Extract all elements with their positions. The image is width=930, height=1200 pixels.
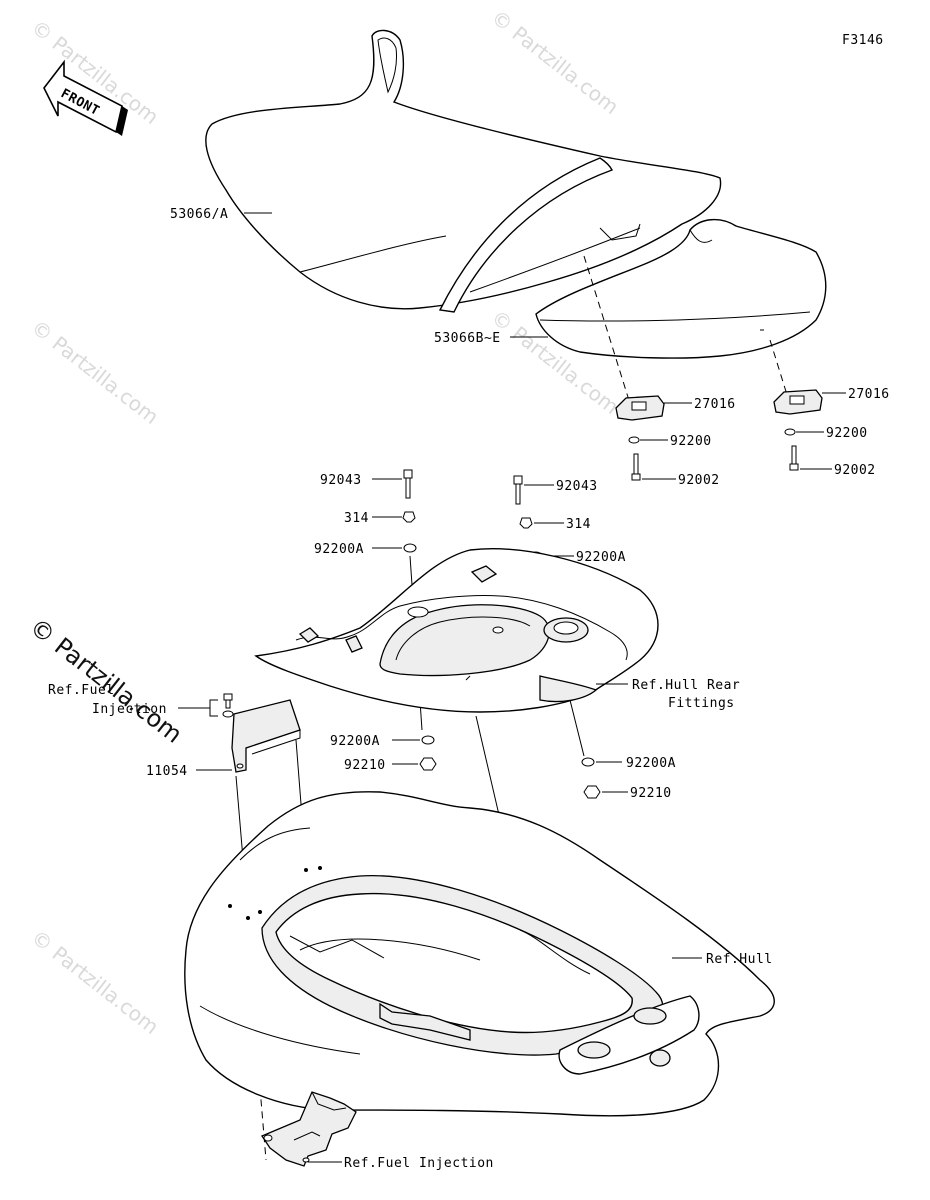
watermark: © Partzilla.com [24,613,187,749]
washer-icon [403,543,417,553]
rear-seat [535,219,827,359]
callout-nut-right: 92210 [630,786,672,801]
stay-11054 [231,699,301,773]
washer-icon [784,428,796,436]
cap-icon [402,511,416,523]
callout-bracket-a: 27016 [694,397,736,412]
hull-rear-fittings [254,548,659,713]
callout-cap-right: 314 [566,517,591,532]
nut-icon [419,757,437,771]
watermark: © Partzilla.com [27,925,163,1039]
assembly-line [769,339,789,399]
hull-hole-icon [633,1007,667,1025]
figure-code: F3146 [842,33,884,48]
hull-hole-icon [577,1041,611,1059]
callout-ref-hull-rear-fittings-2: Fittings [668,696,735,711]
callout-washer-a: 92200 [670,434,712,449]
callout-seat-front: 53066/A [170,207,228,222]
bolt-icon [513,475,523,505]
hull [184,791,775,1117]
nut-icon [583,785,601,799]
callout-ref-fuel-injection-bottom: Ref.Fuel Injection [344,1156,494,1171]
fuel-injection-bracket [261,1091,357,1167]
washer-icon [421,735,435,745]
bolt-icon [789,445,799,471]
callout-ref-fuel-injection-top-2: Injection [92,702,167,717]
callout-bracket-b: 27016 [848,387,890,402]
bolt-icon [403,469,413,499]
hull-hole-icon [649,1049,671,1067]
callout-bolt-left: 92043 [320,473,362,488]
bracket-27016-a [615,395,665,421]
callout-washer-left-top: 92200A [314,542,364,557]
callout-bolt-b: 92002 [834,463,876,478]
callout-bolt-right: 92043 [556,479,598,494]
washer-icon [581,757,595,767]
fuel-injection-screw-icon [209,693,234,718]
callout-seat-rear: 53066B~E [434,331,501,346]
callout-washer-left-bottom: 92200A [330,734,380,749]
callout-washer-b: 92200 [826,426,868,441]
front-seat [205,29,722,313]
callout-washer-right-bottom: 92200A [626,756,676,771]
bolt-icon [631,453,641,481]
callout-stay: 11054 [146,764,188,779]
callout-ref-hull: Ref.Hull [706,952,773,967]
callout-nut-left: 92210 [344,758,386,773]
callout-bolt-a: 92002 [678,473,720,488]
watermark: © Partzilla.com [487,5,623,119]
watermark: © Partzilla.com [27,315,163,429]
callout-cap-left: 314 [344,511,369,526]
callout-ref-hull-rear-fittings-1: Ref.Hull Rear [632,678,740,693]
assembly-line [583,255,633,411]
callout-washer-right-top: 92200A [576,550,626,565]
bracket-27016-b [773,389,823,415]
cap-icon [519,517,533,529]
washer-icon [628,436,640,444]
callout-ref-fuel-injection-top-1: Ref.Fuel [48,683,115,698]
